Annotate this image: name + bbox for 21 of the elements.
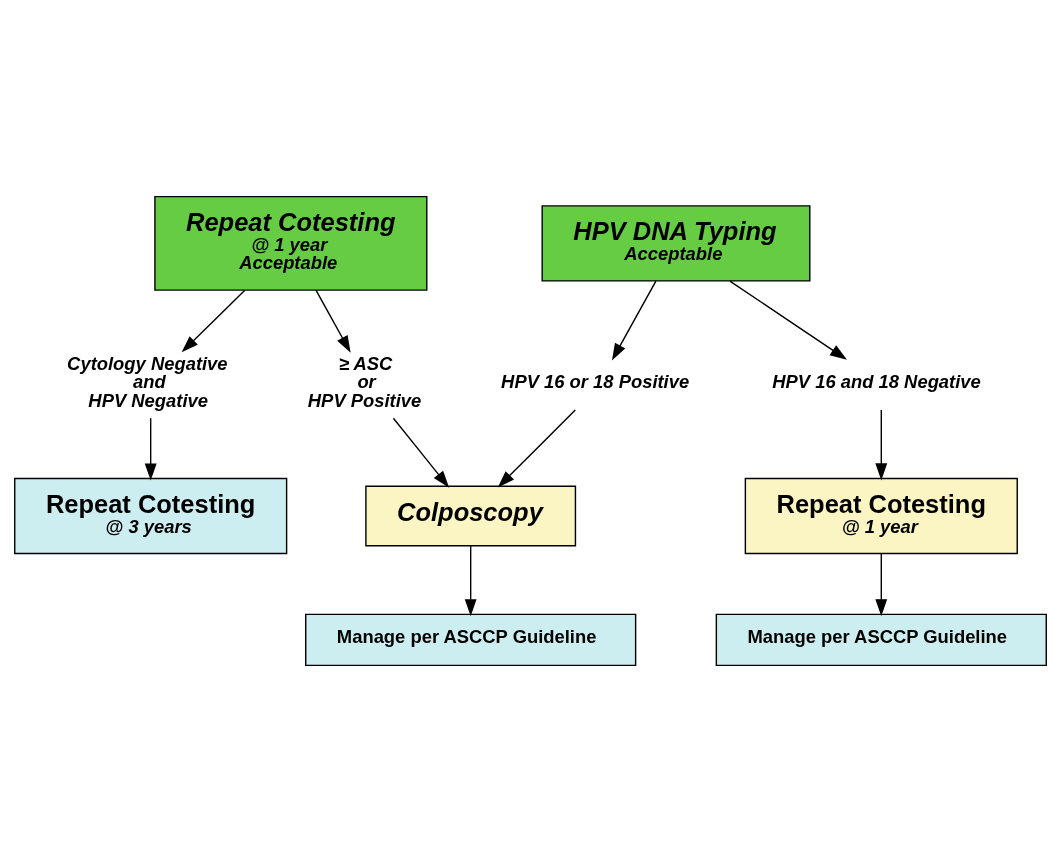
arrow [464,544,477,616]
arrow [144,417,157,481]
node-text: ≥ ASC or HPV Positive [307,352,422,411]
arrow [392,417,450,488]
arrow [315,289,351,353]
node-box: Manage per ASCCP Guideline [305,613,637,666]
arrow [181,289,246,352]
arrow [729,279,847,360]
node-box: Manage per ASCCP Guideline [715,613,1047,666]
arrow [497,408,576,487]
node-text: Cytology Negative and HPV Negative [67,352,228,411]
node-text: HPV 16 and 18 Negative [772,370,981,392]
node-box: Repeat Cotesting @ 3 years [14,477,288,554]
arrow [875,408,888,480]
node-box: Colposcopy [365,485,577,546]
arrow [875,552,888,616]
node-box: Repeat Cotesting @ 1 year [744,477,1018,554]
node-box: Repeat Cotesting @ 1 year Acceptable [154,195,428,291]
node-text: HPV 16 or 18 Positive [501,370,690,392]
node-box: HPV DNA Typing Acceptable [541,204,811,282]
arrow [611,279,657,360]
